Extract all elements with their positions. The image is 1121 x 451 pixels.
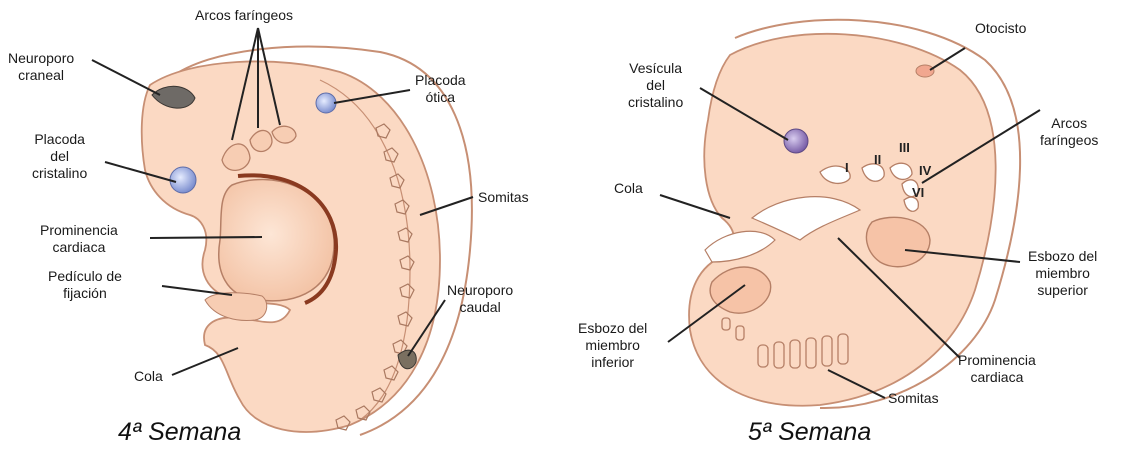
label-line: Esbozo del [578,320,647,337]
label-line: cristalino [628,94,683,111]
label-line: Cola [614,180,643,197]
week5-otocyst [916,65,934,77]
leader-w4-prominencia [150,237,262,238]
label-line: fijación [48,285,122,302]
label-prominencia-w4: Prominencia cardiaca [40,222,118,256]
label-line: Esbozo del [1028,248,1097,265]
label-line: Otocisto [975,20,1026,37]
label-esbozo-superior: Esbozo del miembro superior [1028,248,1097,299]
arch-numeral-VI: VI [912,185,924,200]
label-somitas-w5: Somitas [888,390,939,407]
label-line: caudal [447,299,513,316]
week5-lens-vesicle [784,129,808,153]
arch-numeral-IV: IV [919,163,931,178]
label-placoda-cristalino: Placoda del cristalino [32,131,87,182]
label-line: Neuroporo [447,282,513,299]
label-line: ótica [415,89,466,106]
arch-numeral-I: I [845,160,849,175]
label-line: faríngeos [1040,132,1098,149]
label-cola-w4: Cola [134,368,163,385]
label-arcos-w4-line: Arcos faríngeos [195,7,293,24]
label-prominencia-w5: Prominencia cardiaca [958,352,1036,386]
label-line: Vesícula [628,60,683,77]
label-somitas-w4: Somitas [478,189,529,206]
label-line: Placoda [32,131,87,148]
label-otocisto: Otocisto [975,20,1026,37]
caption-week5: 5ª Semana [748,418,871,447]
label-esbozo-inferior: Esbozo del miembro inferior [578,320,647,371]
label-line: miembro [1028,265,1097,282]
label-line: cardiaca [40,239,118,256]
label-line: miembro [578,337,647,354]
label-cola-w5: Cola [614,180,643,197]
label-line: Neuroporo [8,50,74,67]
label-line: Somitas [478,189,529,206]
leader-w4-neuroporo-craneal [92,60,160,95]
label-line: craneal [8,67,74,84]
label-line: cristalino [32,165,87,182]
arch-numeral-II: II [874,152,881,167]
label-placoda-otica: Placoda ótica [415,72,466,106]
week5-upper-limb-bud [866,217,930,266]
label-arcos-faringeos-w5: Arcos faríngeos [1040,115,1098,149]
week5-body [689,34,996,406]
label-line: Somitas [888,390,939,407]
label-line: inferior [578,354,647,371]
label-line: Cola [134,368,163,385]
label-line: Arcos [1040,115,1098,132]
caption-week4: 4ª Semana [118,418,241,447]
label-vesicula: Vesícula del cristalino [628,60,683,111]
label-neuroporo-craneal: Neuroporo craneal [8,50,74,84]
week4-lens-placode [170,167,196,193]
arch-numeral-III: III [899,140,910,155]
label-line: Placoda [415,72,466,89]
label-pediculo: Pedículo de fijación [48,268,122,302]
label-line: Prominencia [958,352,1036,369]
label-line: Pedículo de [48,268,122,285]
week5-embryo [689,20,1020,408]
week4-connecting-stalk [205,293,267,321]
label-neuroporo-caudal: Neuroporo caudal [447,282,513,316]
label-line: del [628,77,683,94]
week4-otic-placode [316,93,336,113]
label-line: Prominencia [40,222,118,239]
label-line: cardiaca [958,369,1036,386]
label-line: del [32,148,87,165]
label-arcos-faringeos-w4: Arcos faríngeos [195,7,293,24]
label-line: superior [1028,282,1097,299]
